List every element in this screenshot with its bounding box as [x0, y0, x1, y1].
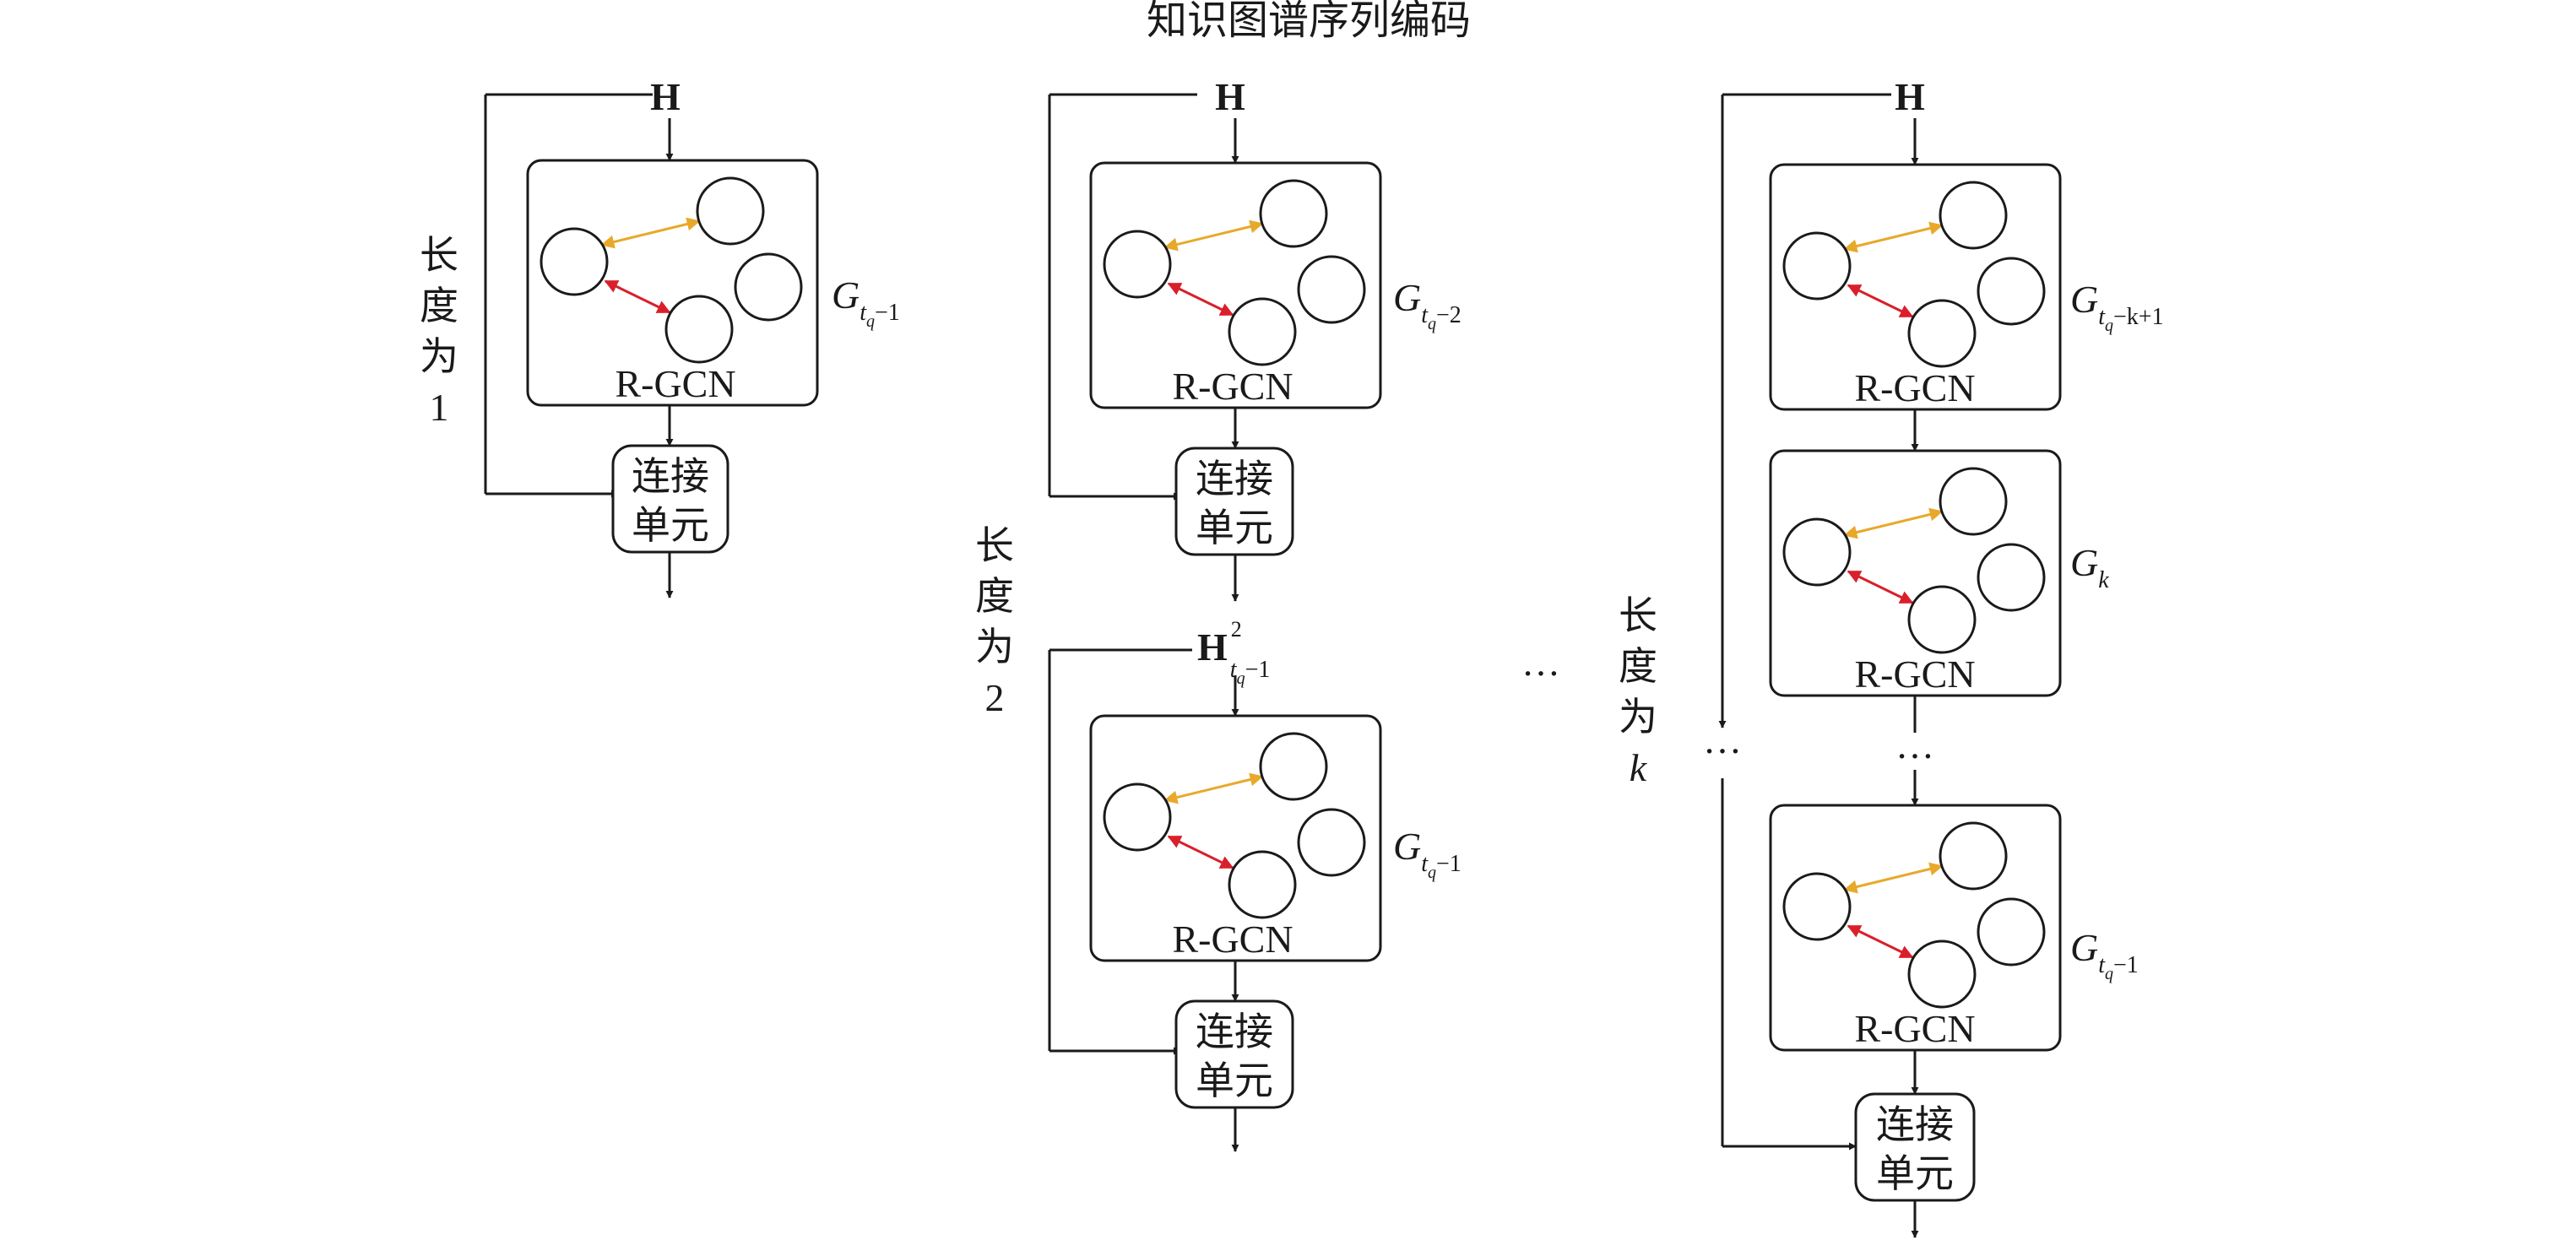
length-label: 长 度 为 2: [975, 524, 1014, 719]
svg-text:为: 为: [420, 335, 458, 378]
connect-unit-line1: 连接: [1196, 458, 1273, 501]
svg-text:为: 为: [975, 625, 1014, 669]
svg-text:长: 长: [975, 524, 1014, 567]
graph-box: R-GCN: [1089, 714, 1382, 962]
svg-text:为: 为: [1619, 696, 1657, 739]
graph-node: [1297, 808, 1366, 877]
svg-text:度: 度: [1619, 645, 1657, 688]
graph-node: [1977, 543, 2046, 612]
connect-unit: 连接 单元: [611, 444, 729, 554]
svg-text:k: k: [1630, 746, 1648, 789]
graph-node: [1782, 517, 1852, 587]
graph-node: [1297, 255, 1366, 324]
graph-node: [1782, 872, 1852, 941]
graph-node: [1939, 181, 2008, 250]
graph-node: [1939, 821, 2008, 891]
graph-box: R-GCN: [1769, 449, 2062, 697]
connect-unit-line2: 单元: [632, 504, 709, 547]
svg-text:1: 1: [430, 386, 449, 429]
svg-text:度: 度: [420, 284, 458, 328]
graph-node: [734, 252, 803, 322]
graph-box: R-GCN: [1769, 804, 2062, 1052]
gcn-label: R-GCN: [1854, 652, 1975, 696]
graph-node: [1782, 231, 1852, 301]
column-length-1: H R-GCN Gtq−1 连接 单元 长 度 为: [420, 75, 900, 598]
graph-box: R-GCN: [1089, 161, 1382, 409]
graph-node: [1259, 179, 1328, 248]
gcn-label: R-GCN: [1854, 1007, 1975, 1050]
graph-node: [664, 295, 734, 364]
gcn-label: R-GCN: [615, 362, 735, 405]
graph-label: Gtq−1: [1393, 825, 1462, 882]
stack-ellipsis: …: [1895, 723, 1934, 766]
svg-text:长: 长: [420, 234, 458, 277]
graph-box: R-GCN: [526, 159, 819, 407]
connect-unit-line2: 单元: [1196, 506, 1273, 550]
svg-text:长: 长: [1619, 594, 1657, 637]
graph-label: Gtq−1: [2070, 926, 2139, 983]
svg-text:2: 2: [985, 676, 1005, 719]
graph-box: R-GCN: [1769, 163, 2062, 411]
connect-unit-line1: 连接: [1876, 1103, 1954, 1146]
input-h-label: H: [1215, 75, 1245, 118]
feedback-ellipsis: …: [1703, 718, 1742, 761]
connect-unit-line2: 单元: [1876, 1152, 1954, 1195]
graph-node: [1259, 732, 1328, 801]
connect-unit: 连接 单元: [1854, 1092, 1976, 1202]
columns-ellipsis: …: [1521, 641, 1560, 684]
input-h-label: H: [1895, 75, 1925, 118]
graph-node: [1907, 585, 1977, 654]
connect-unit: 连接 单元: [1174, 447, 1294, 556]
graph-node: [1103, 782, 1172, 852]
graph-node: [696, 176, 765, 246]
input-h-label: H: [650, 75, 681, 118]
connect-unit-line1: 连接: [1196, 1010, 1273, 1053]
column-length-k: H … R-GCN Gtq−k+1 R-G: [1619, 75, 2164, 1238]
graph-label: Gtq−k+1: [2070, 278, 2164, 335]
graph-node: [1907, 299, 1977, 368]
graph-node: [1228, 850, 1297, 919]
gcn-label: R-GCN: [1172, 918, 1293, 961]
graph-label: Gtq−2: [1393, 276, 1462, 333]
connect-unit: 连接 单元: [1174, 999, 1294, 1109]
graph-node: [1907, 939, 1977, 1009]
gcn-label: R-GCN: [1172, 365, 1293, 408]
graph-label: Gtq−1: [832, 273, 900, 331]
connect-unit-line1: 连接: [632, 455, 709, 498]
svg-text:度: 度: [975, 575, 1014, 618]
graph-label: Gk: [2070, 541, 2109, 593]
graph-node: [1939, 467, 2008, 536]
diagram-title: 知识图谱序列编码: [1147, 0, 1471, 43]
length-label: 长 度 为 1: [420, 234, 458, 429]
graph-node: [540, 227, 609, 296]
graph-node: [1228, 297, 1297, 366]
length-label: 长 度 为 k: [1619, 594, 1657, 789]
graph-node: [1103, 230, 1172, 299]
graph-node: [1977, 897, 2046, 967]
connect-unit-line2: 单元: [1196, 1059, 1273, 1102]
gcn-label: R-GCN: [1854, 366, 1975, 409]
graph-node: [1977, 257, 2046, 326]
